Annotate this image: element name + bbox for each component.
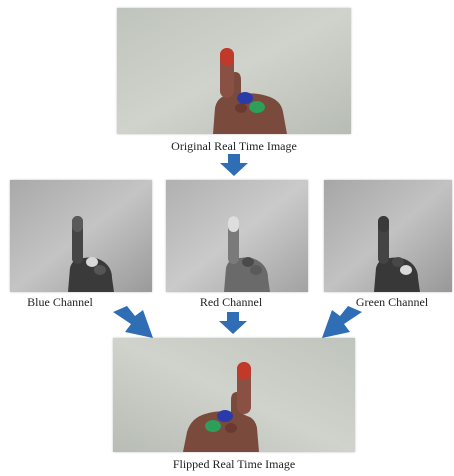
green-channel-image bbox=[324, 180, 452, 292]
blue-channel-caption: Blue Channel bbox=[27, 295, 93, 309]
flipped-image-caption: Flipped Real Time Image bbox=[172, 457, 296, 471]
blue-channel-image bbox=[10, 180, 152, 292]
green-channel-caption: Green Channel bbox=[355, 295, 429, 309]
green-channel-graphic bbox=[324, 180, 452, 292]
down-right-arrow-icon bbox=[113, 306, 153, 338]
down-left-arrow-icon bbox=[322, 306, 362, 338]
original-image bbox=[117, 8, 351, 134]
blue-channel-graphic bbox=[10, 180, 152, 292]
red-channel-graphic bbox=[166, 180, 308, 292]
original-image-caption: Original Real Time Image bbox=[171, 139, 297, 153]
original-image-graphic bbox=[117, 8, 351, 134]
flipped-image-graphic bbox=[113, 338, 355, 452]
red-channel-caption: Red Channel bbox=[199, 295, 263, 309]
flipped-image bbox=[113, 338, 355, 452]
red-channel-image bbox=[166, 180, 308, 292]
down-arrow-icon bbox=[220, 154, 248, 176]
down-arrow-center-icon bbox=[219, 312, 247, 334]
